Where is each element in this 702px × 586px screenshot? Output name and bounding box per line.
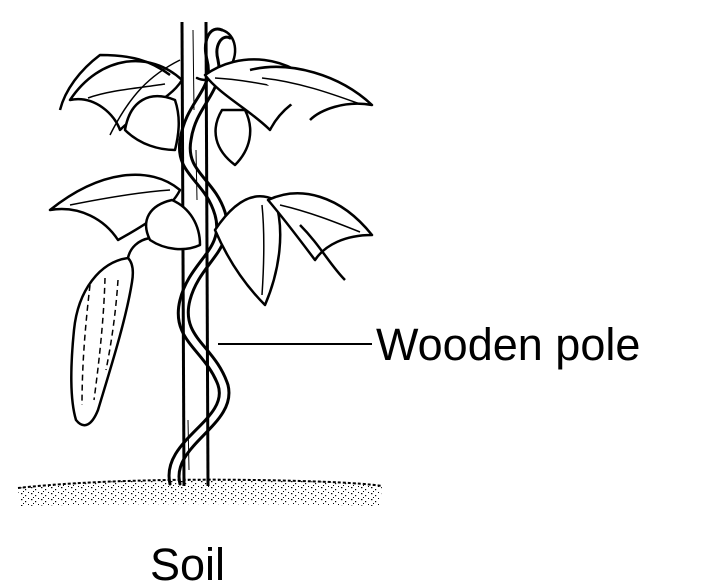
soil-label: Soil [150, 539, 225, 586]
wooden-pole-label: Wooden pole [376, 319, 640, 370]
soil-ground [18, 480, 382, 506]
hanging-pod [71, 238, 150, 425]
twining-stem [169, 29, 235, 484]
wooden-pole [182, 22, 208, 486]
